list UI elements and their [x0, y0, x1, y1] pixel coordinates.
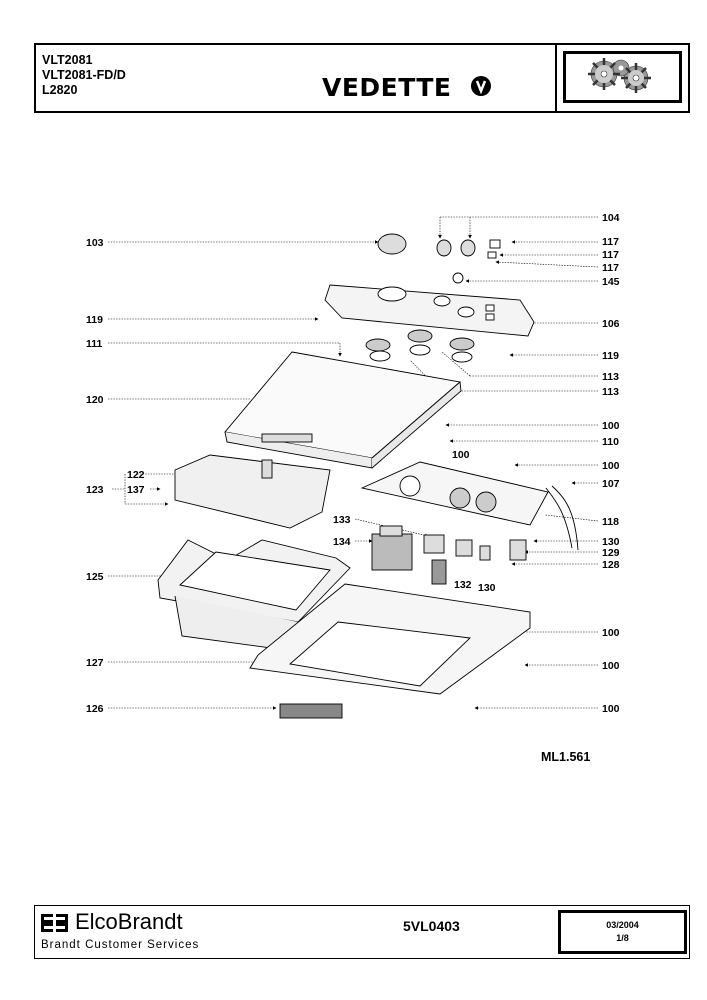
footer-box: ElcoBrandt Brandt Customer Services 5VL0… — [34, 905, 690, 959]
part-label: 145 — [602, 276, 620, 288]
model-line: L2820 — [42, 83, 78, 97]
brand-logo-icon — [471, 76, 491, 96]
part-label: 125 — [86, 571, 104, 583]
part-label: 100 — [602, 460, 620, 472]
part-label: 117 — [602, 262, 619, 274]
date-page-box: 03/2004 1/8 — [558, 910, 687, 954]
part-label: 100 — [602, 627, 620, 639]
company-subtitle: Brandt Customer Services — [41, 939, 200, 951]
elcobrandt-logo-icon — [41, 914, 68, 932]
model-line: VLT2081-FD/D — [42, 68, 126, 82]
part-label: 127 — [86, 657, 104, 669]
part-label: 100 — [452, 449, 470, 461]
part-label: 117 — [602, 249, 619, 261]
part-label: 129 — [602, 547, 620, 559]
part-label: 118 — [602, 516, 619, 528]
diagram-reference: ML1.561 — [541, 750, 591, 764]
part-label: 128 — [602, 559, 620, 571]
document-code: 5VL0403 — [403, 918, 460, 934]
part-label: 100 — [602, 703, 620, 715]
part-label: 130 — [602, 536, 620, 548]
part-label: 117 — [602, 236, 619, 248]
part-label: 120 — [86, 394, 104, 406]
part-label: 113 — [602, 386, 619, 398]
brand-name: VEDETTE — [322, 73, 452, 102]
model-line: VLT2081 — [42, 53, 93, 67]
part-label: 100 — [602, 420, 620, 432]
part-label: 132 — [454, 579, 472, 591]
header-box: VLT2081 VLT2081-FD/D L2820 VEDETTE — [34, 43, 690, 113]
parts-drawing — [157, 233, 579, 719]
part-label: 106 — [602, 318, 620, 330]
leader-lines — [108, 216, 599, 710]
part-label: 119 — [86, 314, 103, 326]
part-label: 111 — [86, 338, 103, 350]
part-label: 103 — [86, 237, 104, 249]
part-label: 107 — [602, 478, 620, 490]
model-list: VLT2081 VLT2081-FD/D L2820 — [42, 53, 126, 98]
part-label: 110 — [602, 436, 619, 448]
part-label: 113 — [602, 371, 619, 383]
part-labels: 104 103 117 117 117 145 119 106 111 119 … — [86, 212, 620, 715]
part-label: 134 — [333, 536, 351, 548]
part-label: 104 — [602, 212, 620, 224]
document-date: 03/2004 — [606, 920, 639, 930]
page-number: 1/8 — [616, 933, 629, 943]
gears-logo-frame — [563, 51, 682, 103]
gears-logo-box — [555, 45, 690, 111]
part-label: 123 — [86, 484, 104, 496]
part-label: 137 — [127, 484, 145, 496]
company-name: ElcoBrandt — [75, 909, 183, 934]
part-label: 133 — [333, 514, 351, 526]
part-label: 122 — [127, 469, 145, 481]
gears-icon — [588, 58, 651, 93]
part-label: 100 — [602, 660, 620, 672]
part-label: 126 — [86, 703, 104, 715]
part-label: 119 — [602, 350, 619, 362]
part-label: 130 — [478, 582, 496, 594]
